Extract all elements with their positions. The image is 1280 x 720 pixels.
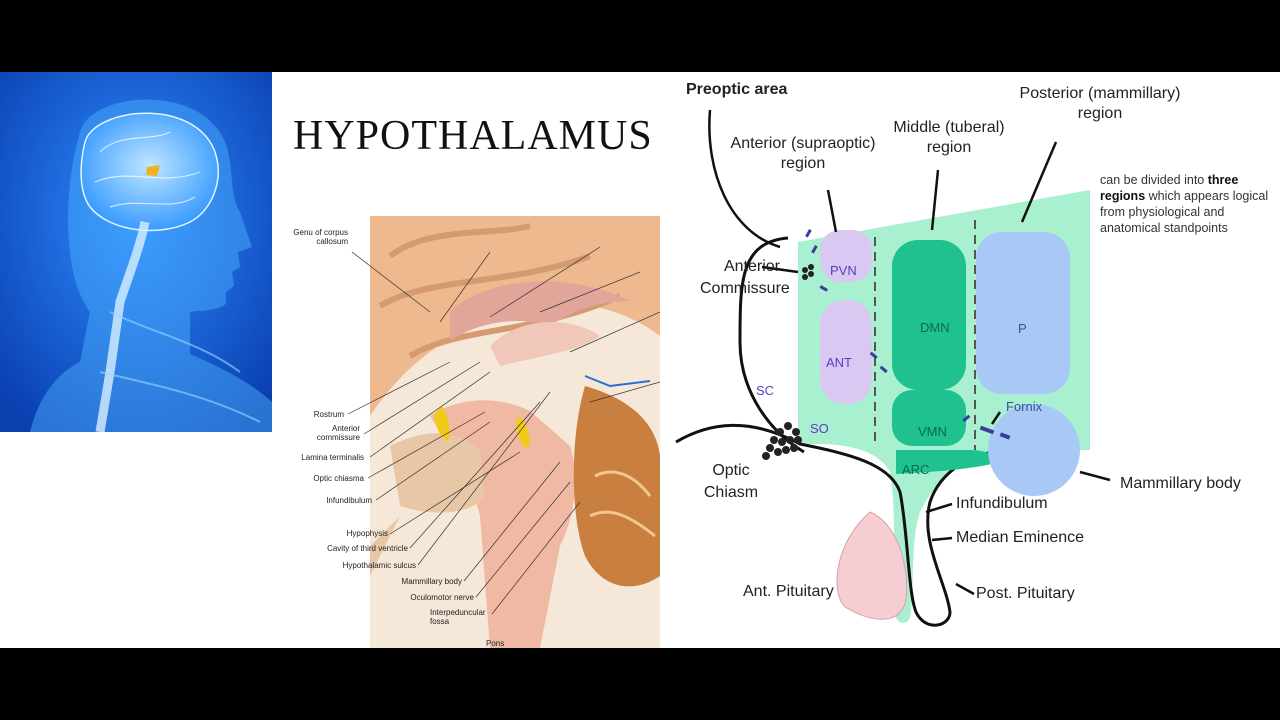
label-arc: ARC	[902, 462, 930, 477]
label-so: SO	[810, 421, 829, 436]
label-vmn: VMN	[918, 424, 947, 439]
label-median-eminence: Median Eminence	[956, 529, 1085, 546]
label-preoptic-area: Preoptic area	[686, 81, 788, 98]
label-rostrum: Rostrum	[313, 410, 344, 419]
label-ant: ANT	[826, 355, 852, 370]
human-head-brain-illustration	[0, 72, 272, 432]
label-interpeduncular-fossa: Interpeduncular fossa	[430, 608, 486, 626]
hypothalamus-regions-diagram	[675, 109, 1111, 627]
label-infundibulum-right: Infundibulum	[956, 495, 1048, 512]
label-hypothalamic-sulcus: Hypothalamic sulcus	[342, 561, 416, 570]
label-anterior-commissure-right: Anterior Commissure	[700, 258, 790, 297]
regions-note: can be divided into three regions which …	[1100, 173, 1269, 235]
label-pvn: PVN	[830, 263, 857, 278]
label-posterior-mammillary-region: Posterior (mammillary) region	[1019, 85, 1181, 122]
page-title: HYPOTHALAMUS	[293, 113, 653, 159]
midsagittal-brain-section-illustration	[370, 216, 660, 648]
label-sc: SC	[756, 383, 775, 398]
label-pons: Pons	[486, 639, 505, 648]
label-oculomotor-nerve: Oculomotor nerve	[410, 593, 474, 602]
content-area: HYPOTHALAMUS Genu of corpus callosum Ros…	[0, 72, 1280, 648]
label-lamina-terminalis: Lamina terminalis	[301, 453, 364, 462]
ant-pituitary-shape	[836, 511, 908, 620]
left-leader-lines	[347, 246, 660, 615]
label-infundibulum: Infundibulum	[326, 496, 372, 505]
label-genu-corpus-callosum: Genu of corpus callosum	[293, 228, 348, 246]
label-anterior-commissure: Anterior commissure	[316, 424, 360, 442]
label-mammillary-body-right: Mammillary body	[1120, 475, 1241, 492]
label-anterior-supraoptic-region: Anterior (supraoptic) region	[730, 135, 876, 172]
label-mammillary-body-left: Mammillary body	[401, 577, 462, 586]
label-optic-chiasma: Optic chiasma	[313, 474, 364, 483]
label-middle-tuberal-region: Middle (tuberal) region	[893, 119, 1005, 156]
label-p: P	[1018, 321, 1027, 336]
label-third-ventricle: Cavity of third ventricle	[327, 544, 408, 553]
label-dmn: DMN	[920, 320, 950, 335]
hypothalamus-highlight	[146, 165, 160, 176]
label-fornix: Fornix	[1006, 399, 1043, 414]
label-optic-chiasm: Optic Chiasm	[703, 462, 759, 501]
label-hypophysis: Hypophysis	[346, 529, 388, 538]
label-ant-pituitary: Ant. Pituitary	[743, 583, 834, 600]
label-post-pituitary: Post. Pituitary	[976, 585, 1075, 602]
